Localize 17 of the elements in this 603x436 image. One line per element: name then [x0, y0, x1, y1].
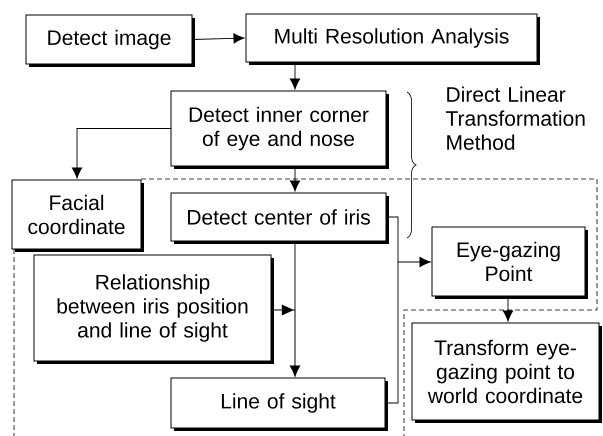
- arrow: [290, 166, 300, 192]
- process-box: Line of sight: [170, 378, 388, 431]
- arrow: [385, 256, 430, 404]
- process-box: Eye-gazing Point: [432, 226, 588, 299]
- process-box: Detect center of iris: [170, 192, 389, 244]
- process-box: Multi Resolution Analysis: [246, 14, 540, 65]
- arrow: [192, 33, 244, 44]
- process-box: Relationship between iris position and line of sight: [34, 254, 274, 364]
- process-box: Detect inner corner of eye and nose: [170, 90, 389, 169]
- arrow: [290, 62, 300, 90]
- arrow: [72, 128, 171, 178]
- arrow: [502, 296, 514, 322]
- process-box: Facial coordinate: [12, 180, 144, 252]
- process-box: Transform eye-gazing point to world coordinate: [412, 322, 602, 423]
- arrow: [271, 304, 300, 376]
- side-note: Direct Linear Transformation Method: [446, 86, 585, 150]
- process-box: Detect image: [26, 14, 195, 67]
